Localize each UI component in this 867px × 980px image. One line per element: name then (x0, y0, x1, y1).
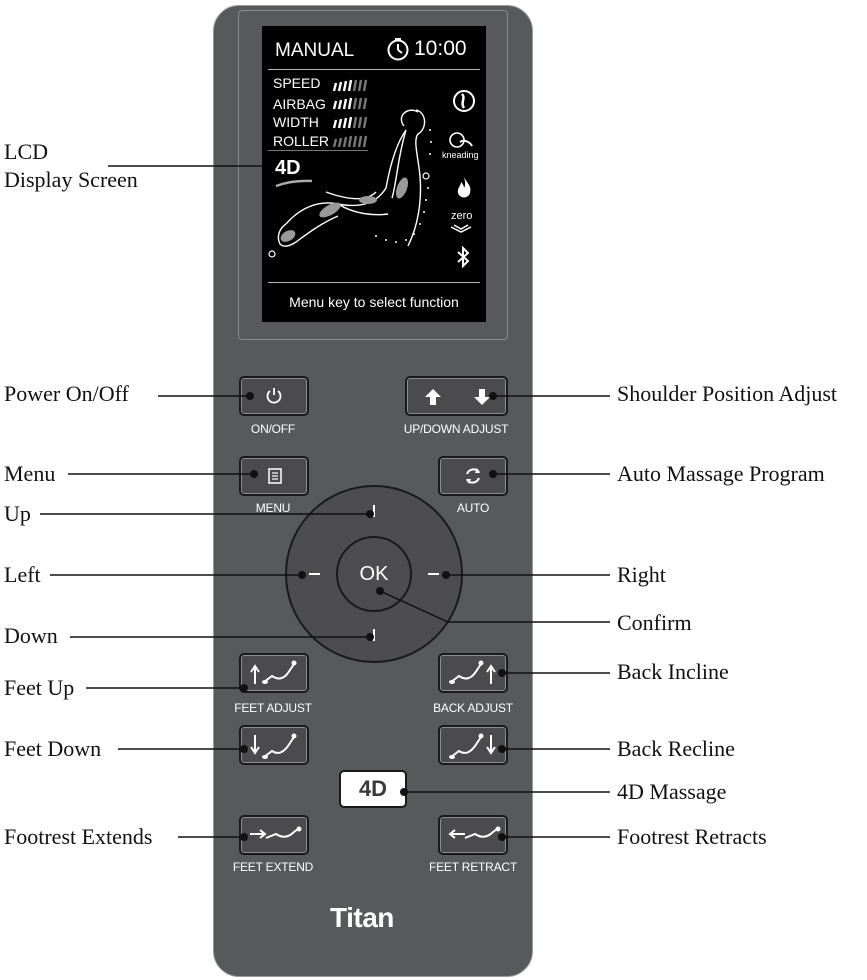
power-icon (266, 388, 282, 404)
auto-button-label: AUTO (456, 501, 490, 515)
roller-level-bars (332, 135, 368, 148)
arrow-up-icon (425, 389, 441, 405)
feet-down-icon (250, 733, 297, 759)
lcd-width-label: WIDTH (273, 114, 319, 130)
feet-up-icon (250, 660, 297, 684)
spine-icon (453, 90, 475, 112)
lcd-divider-top (268, 69, 480, 70)
callout-back-recline: Back Recline (617, 736, 735, 761)
callout-feet-down: Feet Down (4, 736, 102, 761)
power-button[interactable] (239, 376, 309, 416)
lcd-kneading-label: kneading (442, 150, 479, 160)
back-incline-icon (449, 660, 496, 684)
feet-retract-button[interactable] (438, 815, 508, 855)
feet-down-button[interactable] (239, 725, 309, 765)
lcd-speed-label: SPEED (273, 75, 321, 91)
reclining-person-illustration (268, 109, 432, 258)
callout-lcd-line1: LCD (4, 139, 48, 164)
dpad-up-button[interactable] (361, 497, 387, 523)
callout-footrest-retracts: Footrest Retracts (617, 824, 767, 849)
callout-footrest-extends: Footrest Extends (4, 824, 153, 849)
dpad-right-mark (428, 573, 439, 575)
heat-flame-icon (457, 177, 471, 198)
feet-adjust-label: FEET ADJUST (234, 701, 312, 715)
callout-auto: Auto Massage Program (617, 461, 825, 486)
lcd-4d-swoosh (275, 179, 313, 188)
callout-lcd-line2: Display Screen (4, 167, 138, 192)
lcd-airbag-label: AIRBAG (273, 96, 326, 112)
feet-retract-label: FEET RETRACT (428, 860, 518, 874)
feet-extend-button[interactable] (239, 815, 309, 855)
titan-logo: Titan (330, 902, 394, 933)
callout-4d-massage: 4D Massage (617, 779, 727, 804)
shoulder-adjust-button[interactable] (405, 376, 508, 416)
back-adjust-label: BACK ADJUST (433, 701, 513, 715)
speed-level-bars (332, 79, 368, 92)
ok-confirm-button[interactable]: OK (336, 536, 412, 612)
lcd-divider-bottom (268, 282, 480, 283)
callout-back-incline: Back Incline (617, 659, 729, 684)
callout-down: Down (4, 623, 58, 648)
lcd-display-screen: MANUAL 10:00 SPEED AIRBAG WIDTH ROLLER 4… (262, 26, 486, 322)
lcd-zero-label: zero (451, 210, 473, 222)
menu-button-label: MENU (255, 501, 291, 515)
callout-menu: Menu (4, 461, 56, 486)
4d-massage-button[interactable]: 4D (339, 770, 407, 808)
callout-shoulder: Shoulder Position Adjust (617, 381, 838, 406)
power-button-label: ON/OFF (250, 422, 296, 436)
callout-right: Right (617, 562, 666, 587)
auto-cycle-icon (466, 468, 480, 484)
callout-up: Up (4, 501, 31, 526)
kneading-icon (449, 132, 473, 148)
zero-gravity-icon (450, 224, 472, 233)
lcd-intensity-bars (332, 79, 368, 148)
callout-left: Left (4, 562, 41, 587)
lcd-mode-label: MANUAL (275, 40, 355, 61)
dpad-down-button[interactable] (361, 625, 387, 651)
lcd-4d-badge: 4D (275, 157, 301, 179)
callout-power: Power On/Off (4, 381, 129, 406)
lcd-divider-mid (268, 150, 368, 151)
callout-lcd: LCD Display Screen (4, 138, 138, 194)
screen-bezel (238, 10, 508, 340)
feet-extend-label: FEET EXTEND (232, 860, 314, 874)
airbag-level-bars (332, 97, 368, 110)
dpad-left-button[interactable] (297, 561, 323, 587)
menu-button[interactable] (239, 456, 309, 496)
dpad-left-mark (309, 573, 320, 575)
back-recline-button[interactable] (438, 725, 508, 765)
callout-feet-up: Feet Up (4, 675, 75, 700)
dpad-right-button[interactable] (425, 561, 451, 587)
callout-confirm: Confirm (617, 610, 692, 635)
back-recline-icon (449, 733, 496, 759)
lcd-footer-hint: Menu key to select function (289, 294, 459, 310)
dpad-down-mark (373, 629, 375, 641)
back-incline-button[interactable] (438, 653, 508, 693)
menu-list-icon (268, 468, 282, 484)
feet-extend-icon (250, 826, 302, 839)
lcd-timer: 10:00 (414, 37, 467, 60)
shoulder-adjust-label: UP/DOWN ADJUST (403, 422, 509, 436)
arrow-down-icon (474, 389, 490, 405)
bluetooth-icon (457, 246, 470, 268)
dpad-up-mark (373, 505, 375, 517)
clock-icon (387, 38, 409, 61)
width-level-bars (332, 116, 368, 129)
feet-retract-icon (448, 826, 501, 839)
auto-button[interactable] (438, 456, 508, 496)
lcd-roller-label: ROLLER (273, 133, 330, 149)
feet-up-button[interactable] (239, 653, 309, 693)
